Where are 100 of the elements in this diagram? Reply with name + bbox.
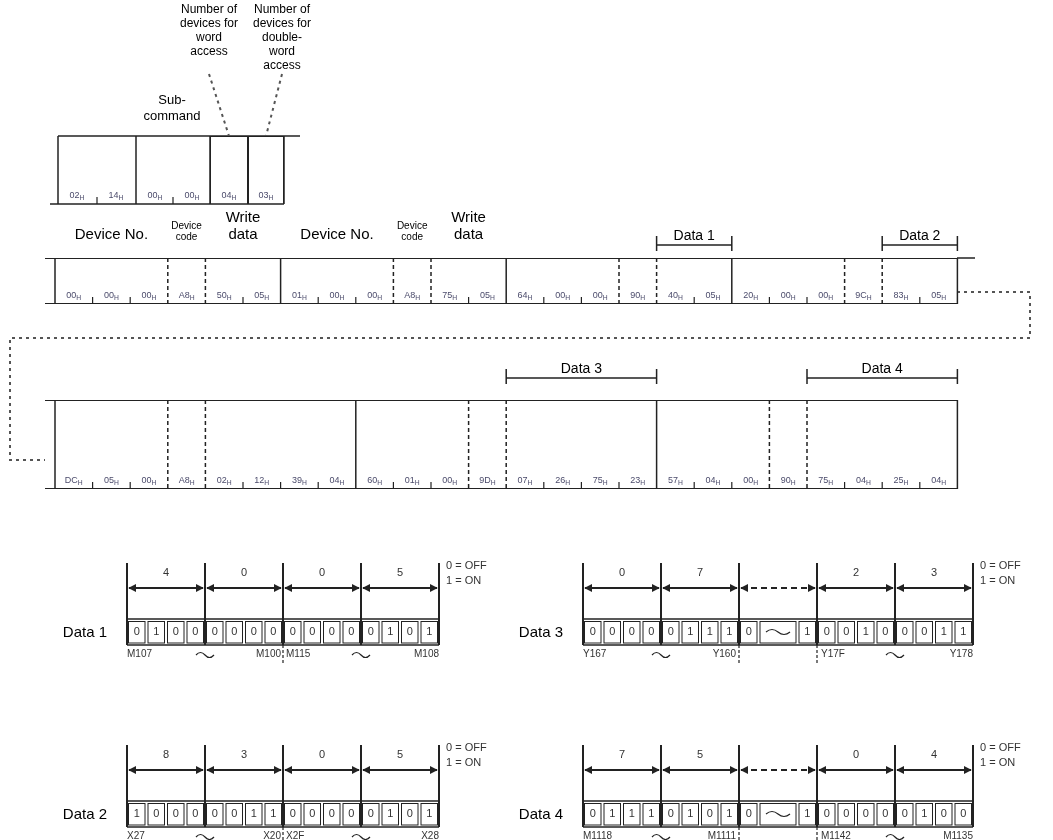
data-name-label: Data 1: [62, 623, 107, 640]
hex-digit: 0: [318, 748, 326, 761]
bit-value: 0: [153, 807, 160, 820]
bit-value: 0: [589, 807, 596, 820]
bit-value: 0: [192, 807, 199, 820]
byte-value: 05$_{H}$: [254, 290, 270, 301]
device-address: M1142: [821, 830, 851, 840]
bracket-label: Data 3: [559, 360, 603, 376]
state-note: 1 = ON: [446, 574, 482, 587]
byte-value: 75$_{H}$: [592, 475, 608, 486]
device-address: M107: [127, 648, 152, 660]
byte-value: 05$_{H}$: [103, 475, 119, 486]
hex-digit: 8: [162, 748, 170, 761]
byte-value: A8$_{H}$: [178, 475, 195, 486]
byte-value: 20$_{H}$: [743, 290, 759, 301]
field-header: Sub-command: [142, 92, 202, 124]
bit-value: 0: [843, 807, 850, 820]
byte-value: DC$_{H}$: [64, 475, 83, 486]
byte-value: 00$_{H}$: [818, 290, 834, 301]
bit-value: 1: [960, 625, 967, 638]
byte-value: 04$_{H}$: [931, 475, 947, 486]
field-header: Device No.: [299, 225, 375, 242]
byte-value: 01$_{H}$: [404, 475, 420, 486]
byte-value: 00$_{H}$: [592, 290, 608, 301]
byte-value: 83$_{H}$: [893, 290, 909, 301]
device-address: M108: [414, 648, 439, 660]
device-address: X27: [127, 830, 145, 840]
bit-value: 0: [882, 807, 889, 820]
bit-value: 0: [843, 625, 850, 638]
bit-value: 1: [270, 807, 277, 820]
data-name-label: Data 4: [518, 805, 563, 822]
byte-value: 75$_{H}$: [442, 290, 458, 301]
byte-value: 04$_{H}$: [329, 475, 345, 486]
byte-value: 23$_{H}$: [630, 475, 646, 486]
byte-value: 00$_{H}$: [184, 190, 200, 201]
bit-value: 1: [609, 807, 616, 820]
byte-value: 00$_{H}$: [329, 290, 345, 301]
bit-value: 0: [823, 625, 830, 638]
bit-value: 0: [211, 625, 218, 638]
bit-value: 1: [687, 807, 694, 820]
byte-value: A8$_{H}$: [404, 290, 421, 301]
field-header: Write data: [450, 208, 487, 242]
byte-value: A8$_{H}$: [178, 290, 195, 301]
byte-value: 00$_{H}$: [66, 290, 82, 301]
bit-value: 0: [348, 807, 355, 820]
bit-value: 0: [745, 625, 752, 638]
device-address: X28: [421, 830, 439, 840]
byte-value: 00$_{H}$: [103, 290, 119, 301]
byte-value: 05$_{H}$: [705, 290, 721, 301]
device-address: M1118: [583, 830, 613, 840]
bit-value: 1: [940, 625, 947, 638]
byte-cell: 03$_{H}$: [248, 136, 284, 204]
bit-value: 0: [270, 625, 277, 638]
hex-digit: 5: [396, 748, 404, 761]
byte-value: 75$_{H}$: [818, 475, 834, 486]
bit-value: 1: [133, 807, 140, 820]
field-header: Device No.: [73, 225, 150, 242]
byte-value: 00$_{H}$: [367, 290, 383, 301]
bit-value: 0: [289, 625, 296, 638]
bit-value: 0: [628, 625, 635, 638]
bit-value: 1: [804, 807, 811, 820]
bracket-label: Data 1: [672, 227, 716, 243]
device-address: Y178: [949, 648, 973, 660]
bit-value: 0: [309, 807, 316, 820]
byte-value: 00$_{H}$: [442, 475, 458, 486]
bit-value: 0: [133, 625, 140, 638]
byte-value: 9C$_{H}$: [855, 290, 872, 301]
device-address: Y160: [712, 648, 736, 660]
leader-line: [208, 73, 230, 137]
bit-value: 1: [426, 625, 433, 638]
device-address: M1135: [943, 830, 973, 840]
byte-value: 12$_{H}$: [254, 475, 270, 486]
device-address: Y167: [583, 648, 607, 660]
device-address: X2F: [286, 830, 305, 840]
bit-value: 0: [367, 625, 374, 638]
bit-value: 0: [901, 625, 908, 638]
bit-value: 0: [192, 625, 199, 638]
bit-value: 0: [648, 625, 655, 638]
hex-digit: 0: [618, 566, 626, 579]
hex-digit: 0: [852, 748, 860, 761]
byte-value: 05$_{H}$: [931, 290, 947, 301]
field-header: Write data: [224, 208, 262, 242]
state-note: 0 = OFF: [980, 741, 1021, 754]
bit-value: 0: [960, 807, 967, 820]
bit-value: 0: [667, 807, 674, 820]
bit-value: 0: [901, 807, 908, 820]
byte-value: 00$_{H}$: [555, 290, 571, 301]
leader-line: [265, 73, 283, 137]
bit-value: 0: [706, 807, 713, 820]
byte-value: 00$_{H}$: [743, 475, 759, 486]
bit-value: 1: [387, 625, 394, 638]
byte-value: 64$_{H}$: [517, 290, 533, 301]
state-note: 0 = OFF: [446, 741, 487, 754]
byte-value: 90$_{H}$: [630, 290, 646, 301]
bracket-label: Data 4: [860, 360, 904, 376]
device-address: M100: [256, 648, 281, 660]
byte-value: 00$_{H}$: [780, 290, 796, 301]
bit-value: 0: [823, 807, 830, 820]
state-note: 1 = ON: [980, 574, 1016, 587]
data-name-label: Data 2: [62, 805, 107, 822]
